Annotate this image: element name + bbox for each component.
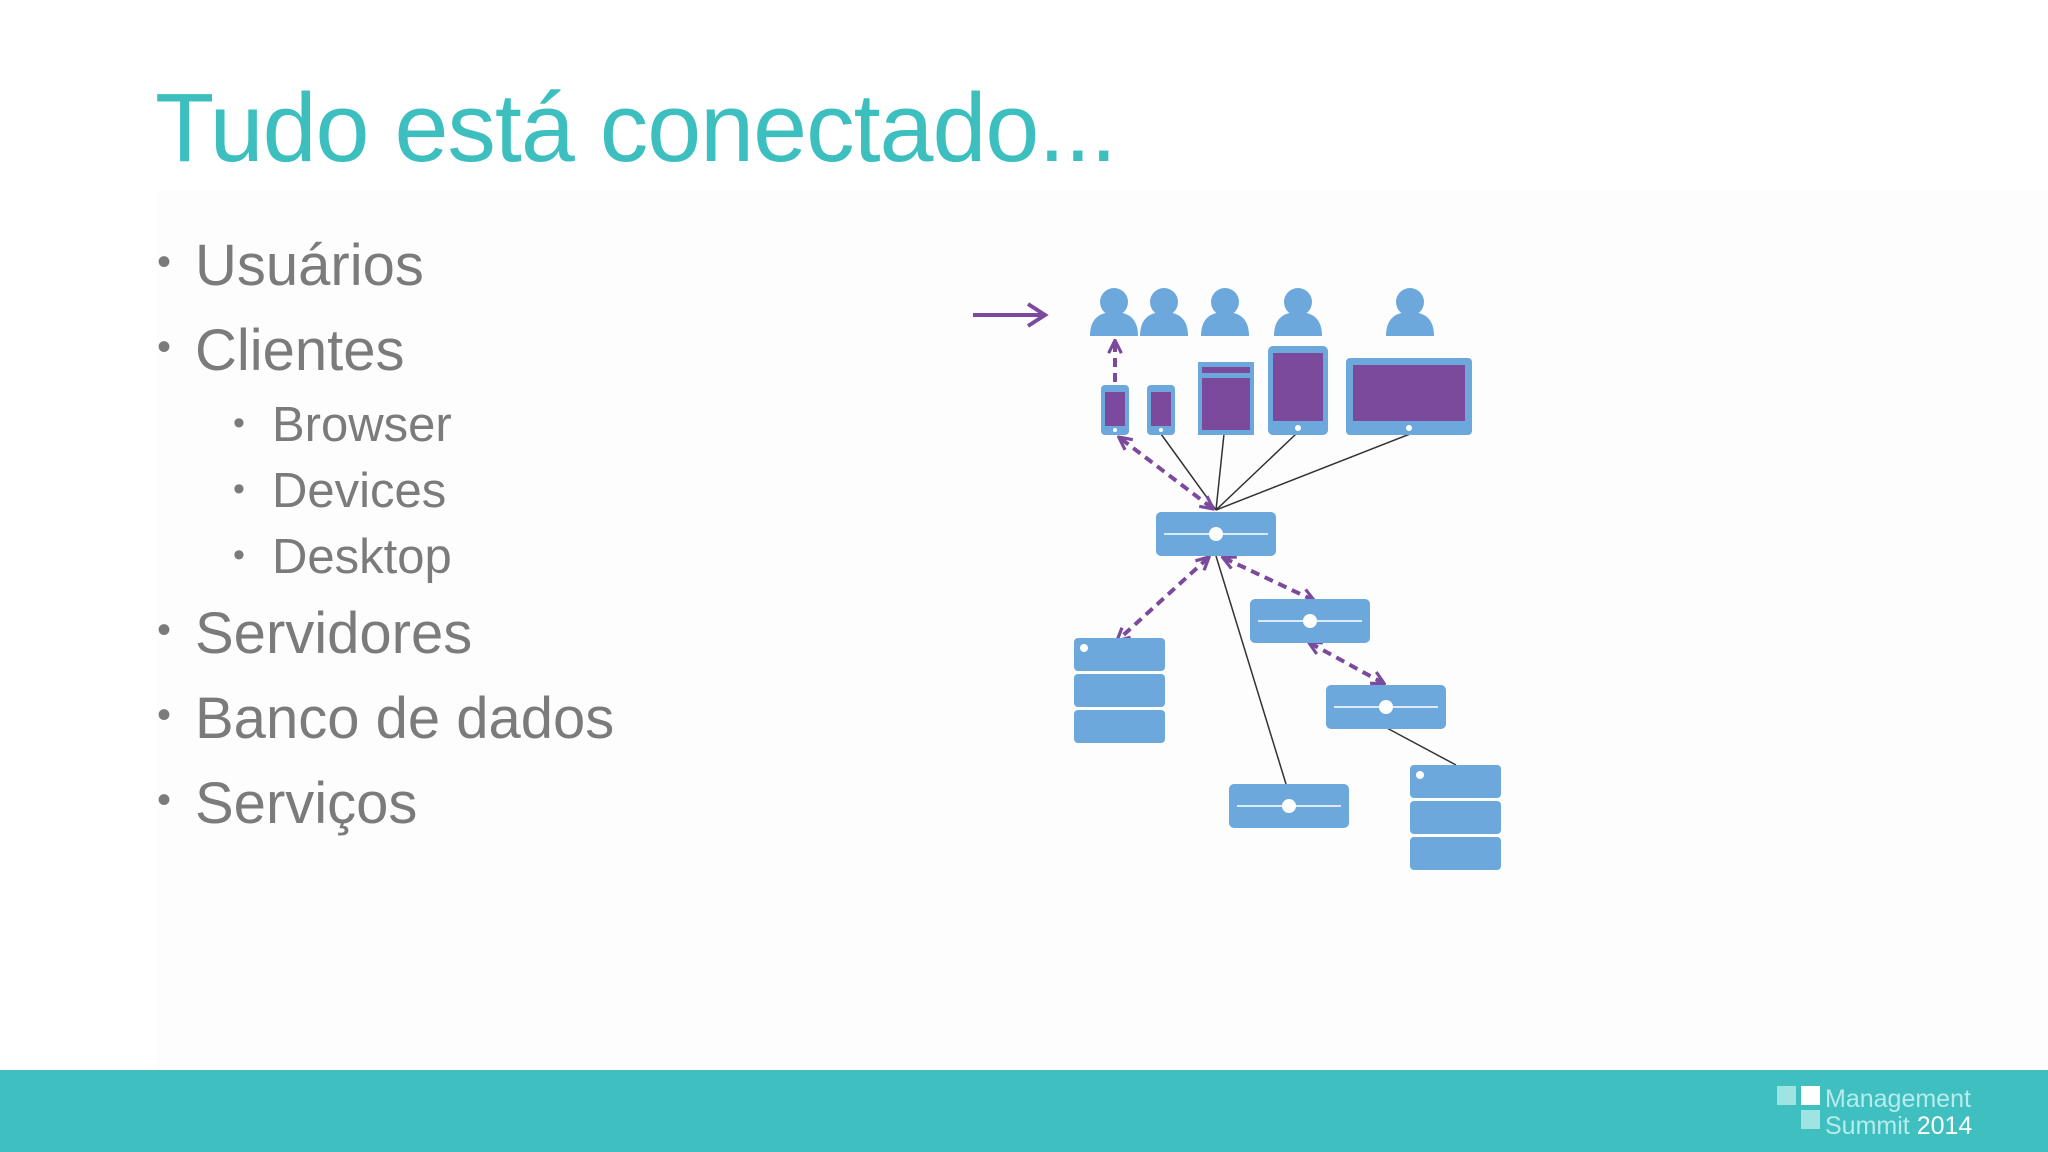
bullet-text: Servidores [195, 601, 473, 666]
user-icon [1090, 288, 1138, 336]
browser-window-icon [1198, 362, 1254, 435]
bullet-dot: • [233, 404, 245, 442]
database-icon [1074, 638, 1165, 743]
phone-icon [1101, 385, 1129, 435]
server-icon [1250, 599, 1370, 643]
slide-background [157, 190, 2048, 1070]
user-icon [1140, 288, 1188, 336]
footer-bar [0, 1070, 2048, 1152]
bullet-text: Serviços [195, 771, 418, 836]
bullet-text: Browser [272, 398, 452, 452]
user-icon [1274, 288, 1322, 336]
slide-title: Tudo está conectado... [155, 73, 1117, 182]
monitor-icon [1346, 358, 1472, 435]
bullet-text: Desktop [272, 530, 452, 584]
bullet-text: Devices [272, 464, 447, 518]
server-icon [1326, 685, 1446, 729]
logo-year: 2014 [1916, 1112, 1973, 1140]
user-icon [1386, 288, 1434, 336]
bullet-dot: • [233, 536, 245, 574]
bullet-dot: • [157, 778, 172, 822]
logo-text: Management Summit 2014 [1825, 1086, 1972, 1140]
network-diagram [973, 288, 1501, 870]
server-icon [1229, 784, 1349, 828]
bullet-text: Usuários [195, 233, 424, 298]
arrow-right-icon [973, 302, 1049, 328]
database-icon [1410, 765, 1501, 870]
logo-line-2: Summit 2014 [1825, 1113, 1972, 1140]
bullet-dot: • [157, 240, 172, 284]
tablet-icon [1268, 346, 1328, 435]
logo-square [1777, 1086, 1796, 1105]
bullet-dot: • [233, 470, 245, 508]
bullet-dot: • [157, 325, 172, 369]
server-icon [1156, 512, 1276, 556]
logo-square [1801, 1110, 1820, 1129]
logo-line-1: Management [1825, 1085, 1971, 1113]
bullet-dot: • [157, 693, 172, 737]
logo-summit: Summit [1825, 1112, 1910, 1140]
management-summit-logo: Management Summit 2014 [1765, 1086, 2015, 1142]
bullet-dot: • [157, 608, 172, 652]
bullet-text: Clientes [195, 318, 405, 383]
phone-icon [1147, 385, 1175, 435]
user-icon [1201, 288, 1249, 336]
logo-square [1801, 1086, 1820, 1105]
active-connections [1115, 342, 1383, 683]
bullet-text: Banco de dados [195, 686, 615, 751]
